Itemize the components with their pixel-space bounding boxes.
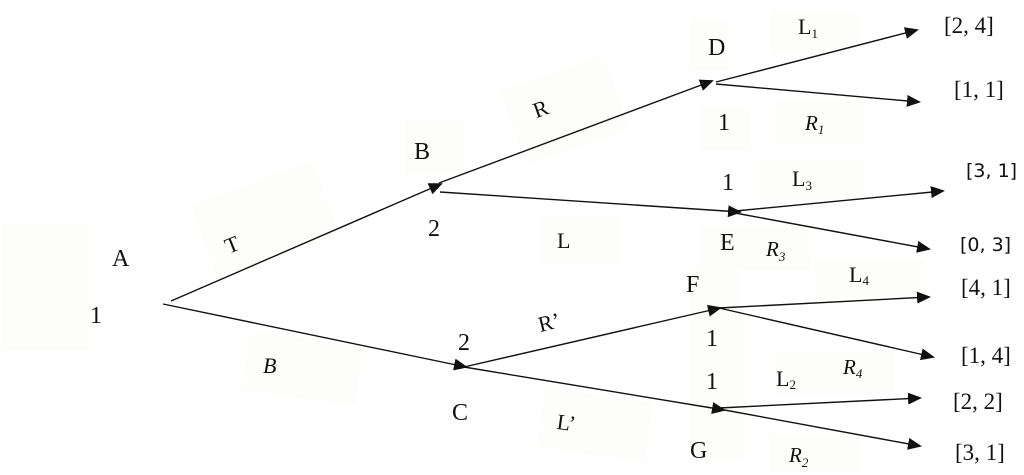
edge-R2 [718, 408, 922, 450]
action-label-R1-base: R [804, 111, 818, 135]
player-label-G: 1 [706, 369, 718, 395]
payoff-G-L2: [2, 2] [953, 389, 1003, 414]
edge-L3 [734, 186, 945, 212]
action-label-L3: L3 [792, 166, 812, 193]
action-label-R-prime: R’ [535, 307, 562, 337]
node-label-F: F [686, 272, 699, 298]
node-label-E: E [720, 230, 735, 256]
node-label-D: D [708, 35, 725, 61]
player-label-B: 2 [428, 216, 440, 242]
action-label-B: B [263, 353, 276, 378]
edge-B [162, 303, 468, 371]
payoff-F-L4: [4, 1] [961, 275, 1011, 300]
action-label-R2: R2 [788, 443, 809, 470]
edge-R1 [715, 83, 921, 107]
action-label-L3-base: L [792, 166, 805, 191]
edge-L4 [718, 291, 931, 309]
action-label-R1: R1 [804, 111, 824, 137]
action-label-R3-sub: 3 [778, 249, 786, 264]
action-label-R1-sub: 1 [818, 122, 825, 137]
action-label-R4-sub: 4 [856, 366, 863, 381]
action-label-R2-base: R [788, 443, 802, 467]
action-label-R4: R4 [842, 355, 863, 381]
action-label-L1-sub: 1 [811, 26, 818, 41]
node-label-G: G [690, 438, 707, 464]
payoff-E-L3: [3, 1] [966, 160, 1017, 182]
action-label-L2: L2 [776, 366, 796, 392]
player-label-F: 1 [706, 326, 718, 352]
action-label-R3-base: R [765, 237, 779, 261]
action-label-L2-sub: 2 [789, 377, 796, 392]
action-label-R3: R3 [765, 237, 786, 264]
action-label-L2-base: L [776, 366, 789, 391]
action-label-L4-sub: 4 [862, 273, 869, 288]
edge-R4 [718, 307, 935, 361]
action-label-L-prime: L’ [555, 409, 577, 436]
edge-L1 [715, 27, 919, 83]
edge-L-prime [463, 366, 726, 414]
player-label-D: 1 [718, 110, 730, 136]
node-label-B: B [414, 139, 430, 165]
action-label-L: L [557, 228, 570, 253]
edge-R-prime [463, 304, 722, 368]
action-label-L1-base: L [798, 14, 811, 39]
node-label-A: A [112, 246, 130, 272]
payoff-D-R1: [1, 1] [954, 77, 1004, 102]
action-label-L4-base: L [849, 262, 862, 287]
edge-R [438, 79, 714, 184]
action-label-R4-base: R [842, 355, 856, 379]
player-label-A: 1 [90, 303, 102, 329]
node-label-C: C [452, 400, 468, 426]
payoff-F-R4: [1, 4] [961, 343, 1011, 368]
label-patches [2, 12, 925, 473]
edge-L2 [718, 392, 922, 409]
payoff-G-R2: [3, 1] [955, 440, 1005, 465]
action-label-R2-sub: 2 [802, 455, 809, 470]
action-label-L3-sub: 3 [805, 178, 812, 193]
player-label-E: 1 [722, 170, 734, 196]
payoff-D-L1: [2, 4] [944, 13, 994, 38]
payoff-E-R3: [0, 3] [960, 234, 1011, 256]
edge-R3 [734, 212, 931, 253]
player-label-C: 2 [458, 330, 470, 356]
edge-L [439, 191, 742, 218]
action-label-L4: L4 [849, 262, 869, 288]
edge-T [170, 183, 443, 302]
action-label-L1: L1 [798, 14, 818, 41]
